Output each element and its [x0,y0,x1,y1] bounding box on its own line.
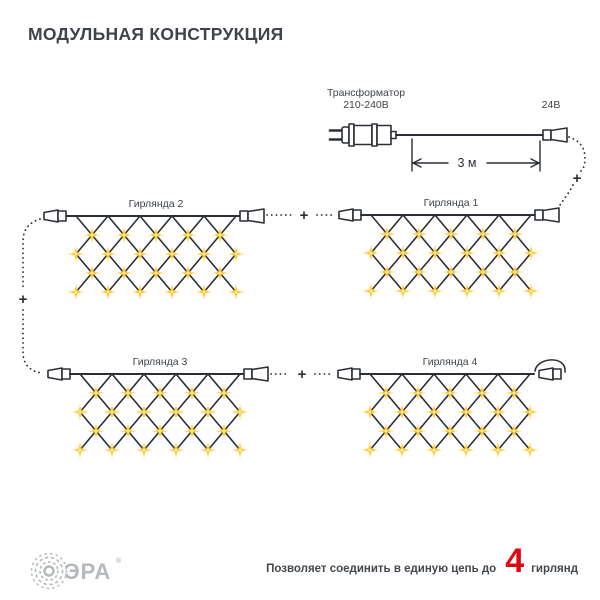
garland-3: Гирлянда 3 [48,356,269,459]
garland-4: Гирлянда 4 [338,356,566,459]
garland-1: Гирлянда 1 [339,197,560,300]
output-voltage-label: 24В [542,99,561,111]
link-transformer-to-garland1b [559,184,574,206]
registered-mark: ® [116,557,122,565]
transformer-voltage-label: 210-240В [343,99,389,111]
garland-4-label: Гирлянда 4 [423,356,478,368]
era-logo: ЭРА ® [30,552,122,590]
garland-2: Гирлянда 2 [44,198,265,301]
link-garland2-to-garland3b [22,309,43,374]
page-title: МОДУЛЬНАЯ КОНСТРУКЦИЯ [28,24,284,44]
plus-connector-symbol: + [19,291,28,308]
plus-connector-symbol: + [300,207,309,224]
power-plug-icon [328,123,397,147]
garland-2-label: Гирлянда 2 [129,198,184,210]
transformer-assembly: Трансформатор 210-240В 24В [327,87,568,147]
link-transformer-to-garland1 [568,136,586,172]
transformer-name-label: Трансформатор [327,87,405,99]
era-starburst-icon [30,552,68,590]
cable-length-label: 3 м [457,156,476,170]
garland-1-label: Гирлянда 1 [424,197,479,209]
dashed-links [22,136,586,375]
cable-dimension: 3 м [411,138,541,172]
plus-connector-symbol: + [573,170,582,187]
caption-text-after: гирлянд [531,563,578,575]
24v-connector-icon [542,127,568,143]
footer-caption: Позволяет соединить в единую цепь до 4 г… [266,544,578,578]
era-brand-text: ЭРА [64,559,111,584]
link-garland2-to-garland3a [22,218,41,289]
plus-connector-symbol: + [298,366,307,383]
caption-text-before: Позволяет соединить в единую цепь до [266,563,497,575]
caption-count: 4 [505,542,525,580]
garland-3-label: Гирлянда 3 [133,356,188,368]
